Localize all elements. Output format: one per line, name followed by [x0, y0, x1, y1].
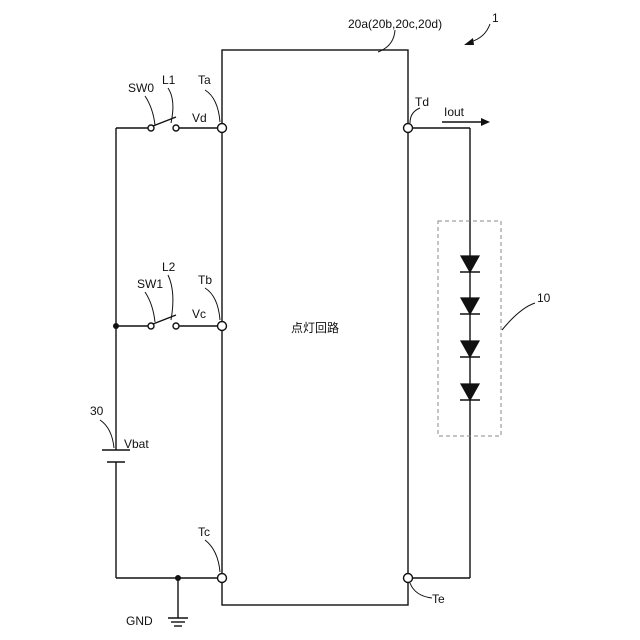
led-4 — [460, 384, 480, 400]
l2-label: L2 — [162, 260, 176, 274]
sw1-blade — [153, 315, 176, 324]
junction-dot-upper — [113, 323, 119, 329]
leader-figure-ref-arrow — [464, 38, 474, 45]
iout-arrow-head — [481, 118, 490, 126]
td-label: Td — [415, 95, 429, 109]
battery-ref-label: 30 — [90, 404, 104, 418]
leader-sw0 — [145, 96, 155, 125]
vd-label: Vd — [192, 111, 207, 125]
tc-terminal — [218, 574, 227, 583]
tc-label: Tc — [198, 525, 210, 539]
led-1 — [460, 256, 480, 272]
sw0-blade — [153, 117, 176, 126]
td-terminal — [404, 124, 413, 133]
te-label: Te — [432, 592, 445, 606]
leader-tc — [205, 540, 220, 572]
leader-l1 — [168, 88, 173, 123]
leader-te — [410, 583, 432, 598]
tb-terminal — [218, 322, 227, 331]
led-ref-label: 10 — [537, 291, 551, 305]
leader-tb — [205, 288, 220, 320]
circuit-name-label: 点灯回路 — [291, 320, 339, 335]
vbat-label: Vbat — [124, 437, 149, 451]
ta-label: Ta — [198, 73, 211, 87]
vc-label: Vc — [192, 307, 206, 321]
figure-ref-label: 1 — [492, 11, 499, 25]
te-terminal — [404, 574, 413, 583]
led-3 — [460, 341, 480, 357]
sw0-contact-right — [173, 125, 179, 131]
leader-l2 — [168, 275, 173, 320]
l1-label: L1 — [162, 73, 176, 87]
leader-sw1 — [145, 292, 155, 322]
iout-label: Iout — [444, 105, 465, 119]
gnd-label: GND — [126, 614, 153, 628]
leader-battery-ref — [100, 420, 114, 448]
led-2 — [460, 298, 480, 314]
leader-circuit-ref — [378, 30, 395, 52]
sw1-label: SW1 — [137, 277, 163, 291]
ta-terminal — [218, 124, 227, 133]
leader-ta — [205, 90, 220, 122]
sw0-label: SW0 — [128, 81, 154, 95]
circuit-ref-label: 20a(20b,20c,20d) — [348, 17, 442, 31]
leader-td — [410, 108, 420, 123]
leader-led-ref — [502, 303, 535, 330]
tb-label: Tb — [198, 273, 212, 287]
sw1-contact-right — [173, 323, 179, 329]
